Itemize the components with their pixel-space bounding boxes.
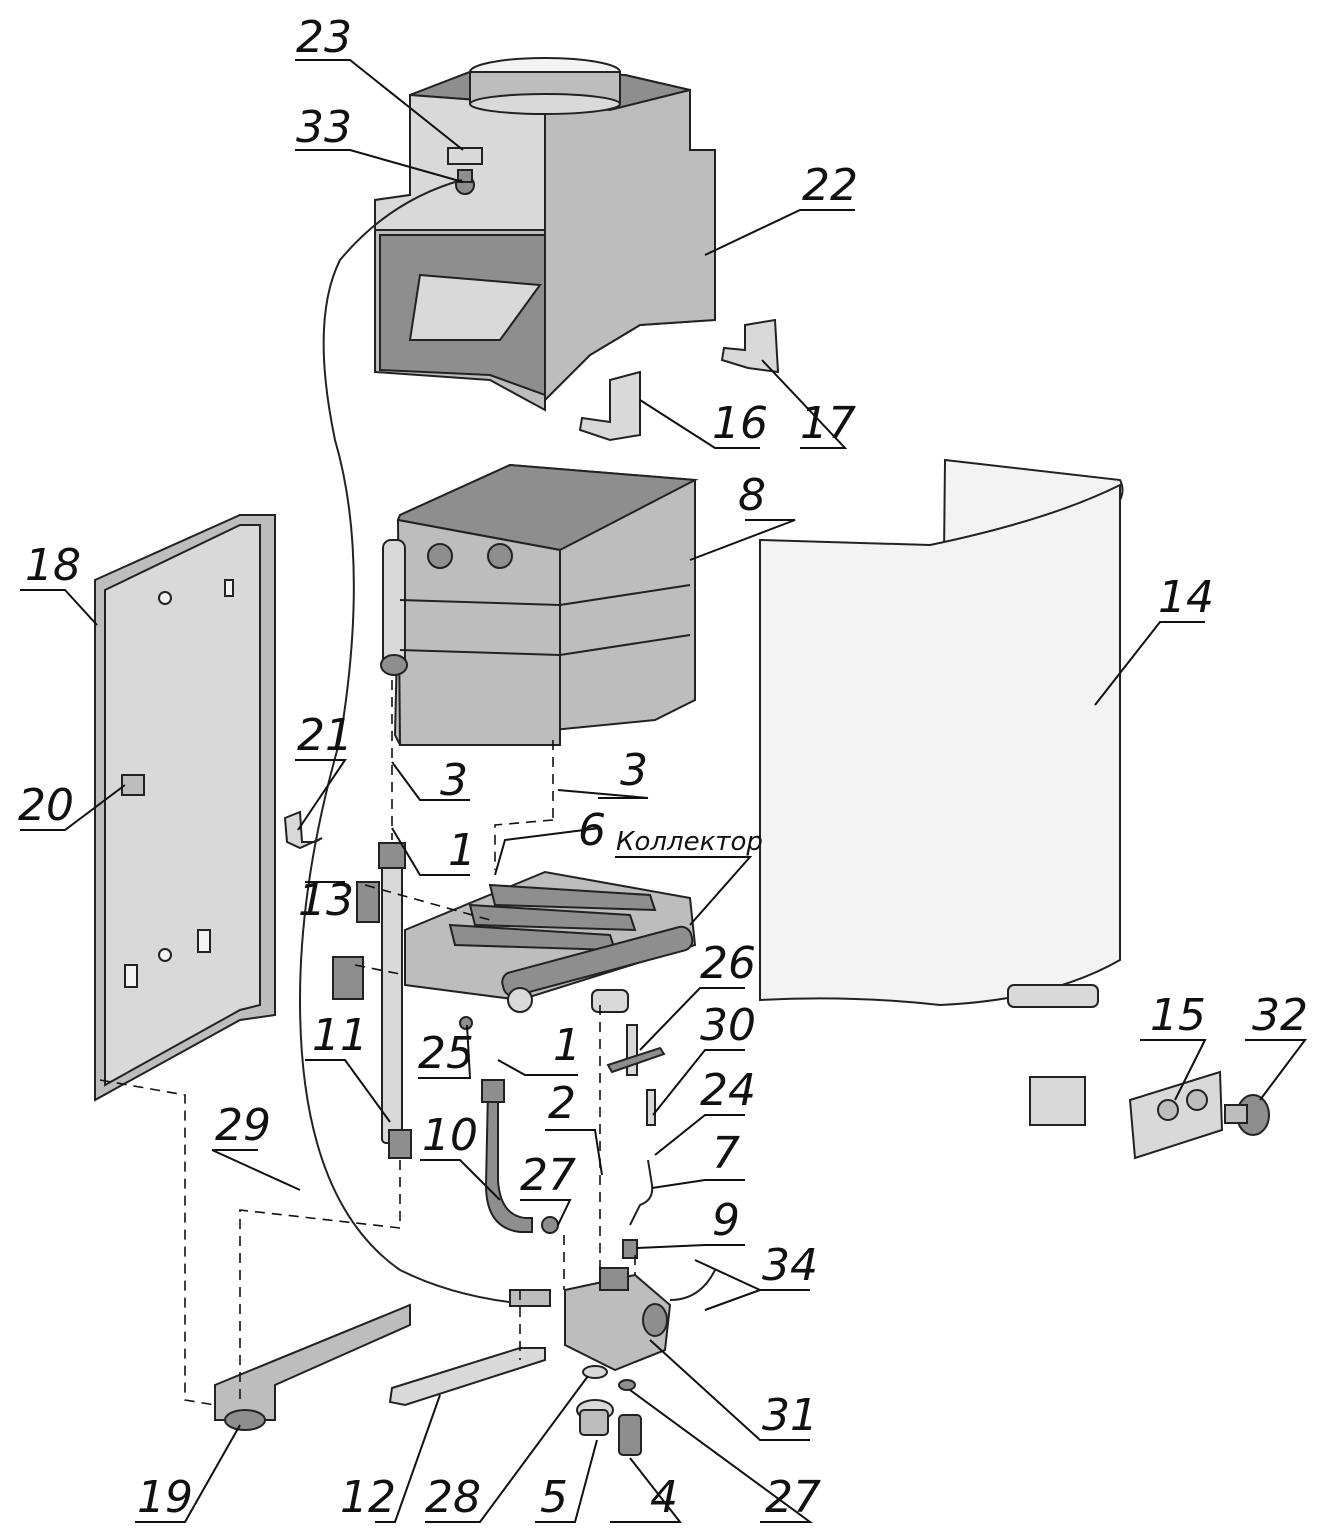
label-22: 22 [802,160,858,211]
cable-29 [298,179,541,1306]
draft-hood [374,57,716,412]
part-labels: 23 33 22 16 17 8 14 18 20 21 3 3 1 6 Кол… [18,12,1308,1523]
label-1b: 1 [553,1020,581,1071]
label-19: 19 [137,1472,193,1523]
label-34: 34 [762,1240,818,1291]
label-9: 9 [712,1195,740,1246]
label-3b: 3 [620,745,648,796]
label-26: 26 [700,938,756,989]
control-panel [1128,1070,1224,1160]
back-panel [94,514,276,1102]
label-1a: 1 [448,825,476,876]
label-32: 32 [1252,990,1308,1041]
nozzle-9 [622,1239,638,1259]
label-24: 24 [700,1065,756,1116]
label-8: 8 [738,470,766,521]
gas-valve [509,1267,716,1372]
label-23: 23 [296,12,352,63]
label-20: 20 [18,780,74,831]
label-13: 13 [298,875,354,926]
leader-lines [20,59,1307,1523]
label-27b: 27 [765,1472,821,1523]
bracket-16 [578,370,641,442]
strap-12 [388,1347,546,1407]
bottom-bracket-19 [214,1303,411,1431]
label-28: 28 [425,1472,481,1523]
label-5: 5 [540,1472,568,1523]
label-27a: 27 [520,1150,576,1201]
label-15: 15 [1150,990,1206,1041]
gas-pipe-7 [629,1159,654,1226]
label-25: 25 [418,1028,474,1079]
knob [1224,1094,1270,1136]
water-pipe-11 [378,842,412,1159]
heat-exchanger [380,463,699,747]
label-21: 21 [297,710,353,761]
label-33: 33 [296,102,352,153]
bracket-17 [720,318,780,374]
label-11: 11 [312,1010,368,1061]
bracket-21 [283,810,323,850]
front-cover [759,458,1124,1126]
label-18: 18 [25,540,81,591]
label-29: 29 [215,1100,271,1151]
label-31: 31 [762,1390,818,1441]
label-3a: 3 [440,755,468,806]
label-30: 30 [700,1000,756,1051]
label-10: 10 [422,1110,478,1161]
burner-assembly [332,870,697,1126]
label-16: 16 [712,398,768,449]
label-7: 7 [712,1128,740,1179]
label-14: 14 [1158,572,1214,623]
label-collector: Коллектор [616,827,763,857]
assembly-lines [99,680,636,1406]
label-17: 17 [800,398,856,449]
label-12: 12 [340,1472,396,1523]
fittings [576,1365,642,1456]
label-6: 6 [578,805,606,856]
label-2: 2 [548,1078,576,1129]
label-4: 4 [650,1472,678,1523]
